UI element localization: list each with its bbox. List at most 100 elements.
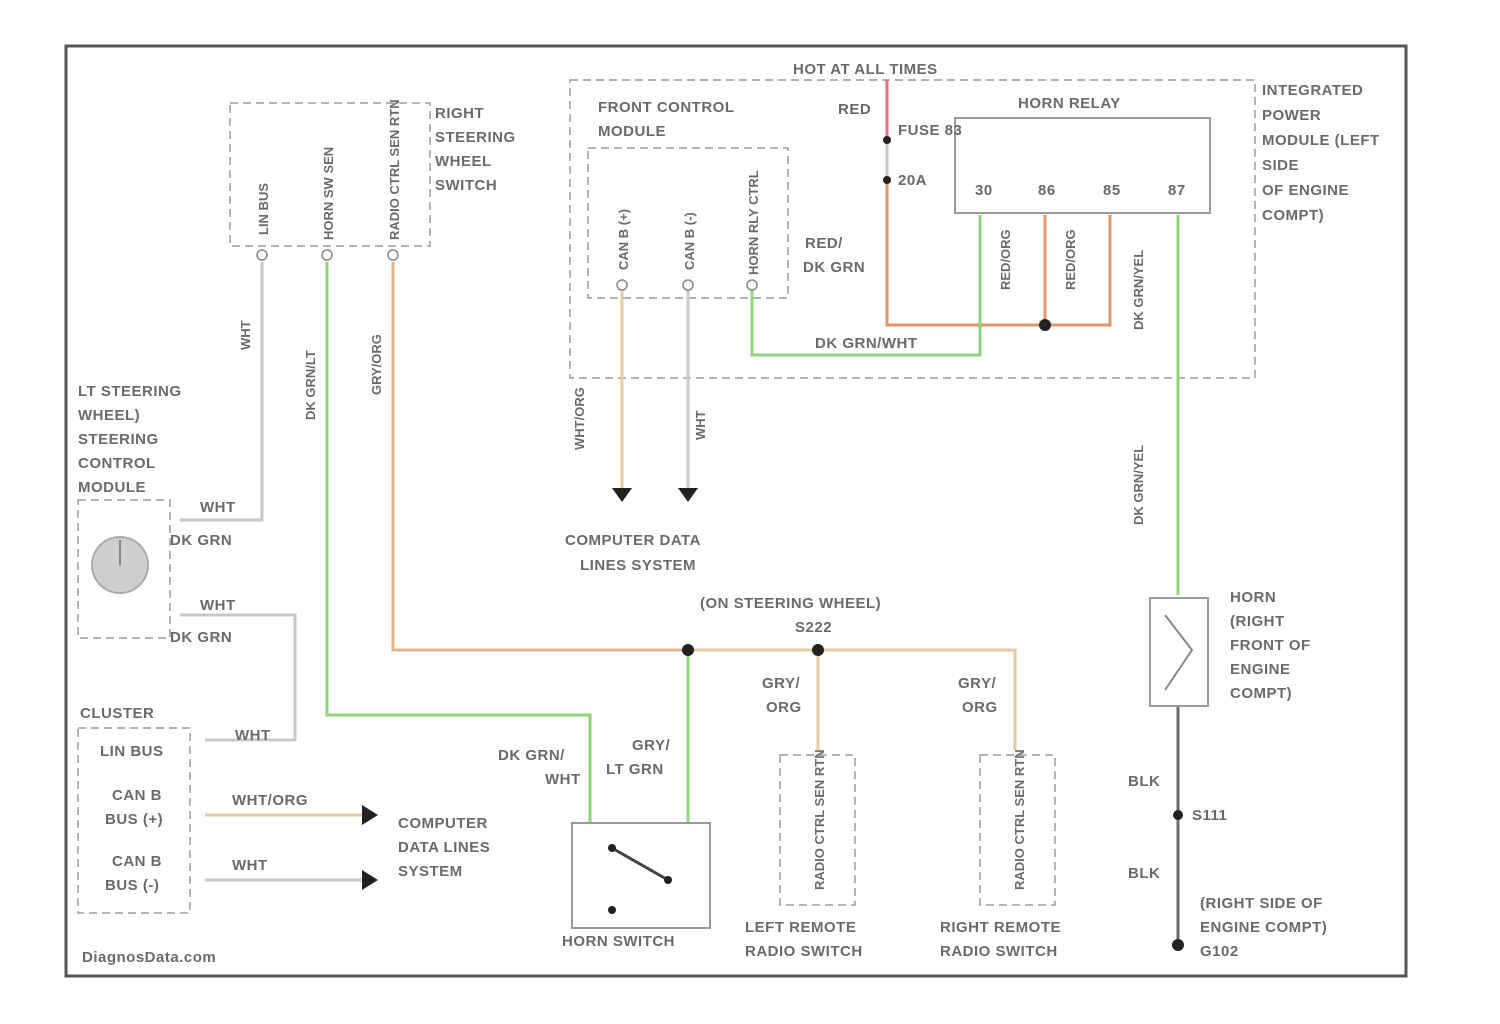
wire-dkgrn-wht-fcm: [752, 215, 980, 355]
left-remote-radio-label-2: RADIO SWITCH: [745, 943, 863, 960]
gry-org-label-a-1: GRY/: [762, 675, 800, 692]
watermark: DiagnosData.com: [82, 949, 216, 966]
wht-org-label-c: WHT/ORG: [232, 792, 308, 809]
wire-horn-sw-dkgrn: [327, 262, 590, 825]
cluster-label: CLUSTER: [80, 705, 154, 722]
wht-org-vertical-label: WHT/ORG: [572, 387, 587, 450]
wht-label-b: WHT: [200, 597, 236, 614]
gry-org-label-b-1: GRY/: [958, 675, 996, 692]
right-sw-switch-label-4: SWITCH: [435, 177, 497, 194]
red-org-label-a: RED/ORG: [998, 229, 1013, 290]
lt-steering-label-5: MODULE: [78, 479, 146, 496]
computer-data-bottom-label-2: DATA LINES: [398, 839, 490, 856]
right-remote-radio-label-1: RIGHT REMOTE: [940, 919, 1061, 936]
relay-pin-87: 87: [1168, 182, 1186, 199]
ipm-label-6: COMPT): [1262, 207, 1324, 224]
lt-steering-label-3: STEERING: [78, 431, 159, 448]
left-radio-pin-label: RADIO CTRL SEN RTN: [812, 749, 827, 890]
pin-horn-rly-ctrl: [747, 280, 757, 290]
s111-label: S111: [1192, 807, 1227, 824]
gry-ltgrn-label-2: LT GRN: [606, 761, 664, 778]
ipm-label-3: MODULE (LEFT: [1262, 132, 1380, 149]
fuse-amp-label: 20A: [898, 172, 927, 189]
horn-label-2: (RIGHT: [1230, 613, 1285, 630]
dkgrn-label-a: DK GRN: [170, 532, 232, 549]
relay-pin-85: 85: [1103, 182, 1121, 199]
right-radio-pin-label: RADIO CTRL SEN RTN: [1012, 749, 1027, 890]
cluster-can-minus-label-2: BUS (-): [105, 877, 159, 894]
arrow-can-plus-bottom: [362, 805, 378, 825]
arrow-can-plus-top: [612, 488, 632, 502]
dkgrn-yel-label: DK GRN/YEL: [1131, 250, 1146, 330]
red-org-label-b: RED/ORG: [1063, 229, 1078, 290]
pin-label-horn-sw-sen: HORN SW SEN: [321, 147, 336, 240]
fuse-label: FUSE 83: [898, 122, 962, 139]
pin-label-horn-rly-ctrl: HORN RLY CTRL: [746, 170, 761, 275]
blk-label-b: BLK: [1128, 865, 1160, 882]
dkgrn-wht-label-2b: WHT: [545, 771, 581, 788]
s222-label: S222: [795, 619, 832, 636]
pin-can-minus: [683, 280, 693, 290]
pin-radio-ctrl: [388, 250, 398, 260]
horn-switch-icon: [572, 823, 710, 928]
relay-pin-86: 86: [1038, 182, 1056, 199]
on-steering-wheel-label: (ON STEERING WHEEL): [700, 595, 881, 612]
horn-label-3: FRONT OF: [1230, 637, 1311, 654]
horn-switch-label: HORN SWITCH: [562, 933, 675, 950]
wire-lin-bus-wht: [180, 262, 262, 520]
red-wire-label: RED: [838, 101, 871, 118]
wire-radio-ctrl-org: [393, 262, 688, 650]
right-remote-radio-label-2: RADIO SWITCH: [940, 943, 1058, 960]
right-side-engine-label-1: (RIGHT SIDE OF: [1200, 895, 1323, 912]
lt-steering-label-4: CONTROL: [78, 455, 156, 472]
splice-node-relay: [1039, 319, 1051, 331]
right-sw-switch-label-2: STEERING: [435, 129, 516, 146]
wht-label-d: WHT: [232, 857, 268, 874]
g102-label: G102: [1200, 943, 1239, 960]
splice-node-s222-right: [812, 644, 824, 656]
pin-label-can-minus: CAN B (-): [682, 212, 697, 270]
horn-relay-label: HORN RELAY: [1018, 95, 1121, 112]
right-sw-switch-label-1: RIGHT: [435, 105, 484, 122]
arrow-can-minus-top: [678, 488, 698, 502]
pin-can-plus: [617, 280, 627, 290]
fuse-pin-top: [883, 136, 891, 144]
cluster-can-plus-label-2: BUS (+): [105, 811, 163, 828]
gry-org-label-b-2: ORG: [962, 699, 998, 716]
red-dkgrn-label-1: RED/: [805, 235, 843, 252]
dkgrn-wht-label: DK GRN/WHT: [815, 335, 918, 352]
horn-switch-pivot: [608, 844, 616, 852]
arrow-can-minus-bottom: [362, 870, 378, 890]
fuse-pin-bottom: [883, 176, 891, 184]
cluster-can-plus-label-1: CAN B: [112, 787, 162, 804]
front-control-module-label-2: MODULE: [598, 123, 666, 140]
dkgrn-lt-vertical-label: DK GRN/LT: [303, 350, 318, 420]
wht-label-c: WHT: [235, 727, 271, 744]
dkgrn-wht-label-2a: DK GRN/: [498, 747, 565, 764]
pin-label-lin-bus: LIN BUS: [256, 183, 271, 235]
cluster-lin-label: LIN BUS: [100, 743, 164, 760]
wht-label-a: WHT: [200, 499, 236, 516]
left-remote-radio-label-1: LEFT REMOTE: [745, 919, 856, 936]
ipm-label-1: INTEGRATED: [1262, 82, 1363, 99]
splice-node-s222-left: [682, 644, 694, 656]
lt-steering-label-1: LT STEERING: [78, 383, 182, 400]
gry-ltgrn-label-1: GRY/: [632, 737, 670, 754]
wht-vertical-label: WHT: [238, 320, 253, 350]
pin-horn-sw-sen: [322, 250, 332, 260]
horn-switch-ground-point: [608, 906, 616, 914]
relay-pin-30: 30: [975, 182, 993, 199]
horn-label-4: ENGINE: [1230, 661, 1291, 678]
dkgrn-yel-vertical-label: DK GRN/YEL: [1131, 445, 1146, 525]
pin-label-radio-ctrl: RADIO CTRL SEN RTN: [387, 99, 402, 240]
lt-steering-label-2: WHEEL): [78, 407, 140, 424]
computer-data-top-label-2: LINES SYSTEM: [580, 557, 696, 574]
pin-lin-bus: [257, 250, 267, 260]
red-dkgrn-label-2: DK GRN: [803, 259, 865, 276]
horn-icon: [1150, 598, 1208, 706]
horn-label-1: HORN: [1230, 589, 1276, 606]
gry-org-vertical-label: GRY/ORG: [369, 334, 384, 395]
front-control-module-label-1: FRONT CONTROL: [598, 99, 734, 116]
blk-label-a: BLK: [1128, 773, 1160, 790]
horn-switch-contact-point: [664, 876, 672, 884]
